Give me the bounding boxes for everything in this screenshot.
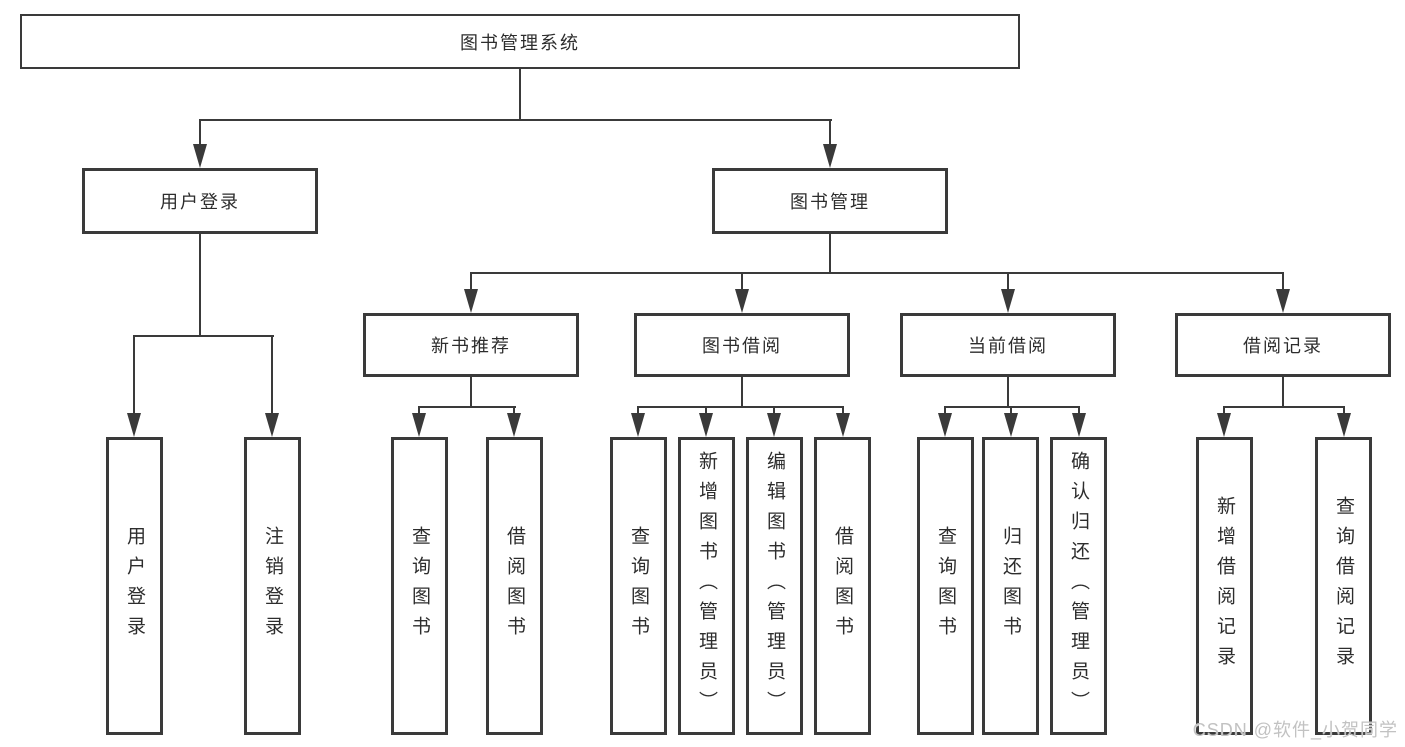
arrowhead-leaf6: [699, 413, 713, 437]
node-user-login: 用户登录: [82, 168, 318, 234]
arrowhead-leaf12: [1217, 413, 1231, 437]
edge-leaf7-shaft: [773, 406, 775, 416]
node-borrow-records-label: 借阅记录: [1243, 336, 1323, 356]
edge-to-new-book-shaft: [470, 272, 472, 292]
edge-leaf8-shaft: [842, 406, 844, 416]
edge-current-borrow-stem: [1007, 375, 1009, 407]
arrowhead-to-leaf-logout: [265, 413, 279, 437]
edge-leaf3-shaft: [418, 406, 420, 416]
arrowhead-leaf9: [938, 413, 952, 437]
node-new-book-recommend-label: 新书推荐: [431, 336, 511, 356]
edge-to-book-borrow-shaft: [741, 272, 743, 292]
watermark-text: CSDN @软件_小贺同学: [1192, 720, 1398, 740]
leaf-add-borrow-record: 新增借阅记录: [1196, 437, 1253, 735]
arrowhead-to-borrow-records: [1276, 289, 1290, 313]
edge-leaf10-shaft: [1010, 406, 1012, 416]
arrowhead-to-current-borrow: [1001, 289, 1015, 313]
edge-to-leaf-logout-shaft: [271, 335, 273, 415]
edge-book-borrow-bar: [637, 406, 844, 408]
edge-new-book-stem: [470, 375, 472, 407]
leaf-query-borrow-record: 查询借阅记录: [1315, 437, 1372, 735]
leaf-query-books-current: 查询图书: [917, 437, 974, 735]
edge-root-stem: [519, 69, 521, 120]
edge-leaf4-shaft: [513, 406, 515, 416]
leaf-borrow-books-recommend: 借阅图书: [486, 437, 543, 735]
arrowhead-leaf5: [631, 413, 645, 437]
leaf-edit-book-admin: 编辑图书（管理员）: [746, 437, 803, 735]
node-book-management-label: 图书管理: [790, 192, 870, 212]
edge-leaf6-shaft: [705, 406, 707, 416]
node-root-label: 图书管理系统: [460, 32, 580, 53]
edge-new-book-bar: [418, 406, 516, 408]
edge-current-borrow-bar: [944, 406, 1080, 408]
leaf-logout: 注销登录: [244, 437, 301, 735]
edge-leaf9-shaft: [944, 406, 946, 416]
edge-to-book-management-shaft: [829, 119, 831, 147]
arrowhead-leaf10: [1004, 413, 1018, 437]
arrowhead-leaf13: [1337, 413, 1351, 437]
node-user-login-label: 用户登录: [160, 192, 240, 212]
edge-to-current-borrow-shaft: [1007, 272, 1009, 292]
leaf-user-login: 用户登录: [106, 437, 163, 735]
arrowhead-to-leaf-user-login: [127, 413, 141, 437]
leaf-query-books-recommend: 查询图书: [391, 437, 448, 735]
edge-leaf13-shaft: [1343, 406, 1345, 416]
edge-to-user-login-shaft: [199, 119, 201, 147]
node-book-management: 图书管理: [712, 168, 948, 234]
edge-leaf5-shaft: [637, 406, 639, 416]
edge-to-borrow-records-shaft: [1282, 272, 1284, 292]
leaf-confirm-return-admin: 确认归还（管理员）: [1050, 437, 1107, 735]
leaf-return-book: 归还图书: [982, 437, 1039, 735]
arrowhead-leaf3: [412, 413, 426, 437]
edge-leaf12-shaft: [1223, 406, 1225, 416]
node-root: 图书管理系统: [20, 14, 1020, 69]
arrowhead-leaf4: [507, 413, 521, 437]
edge-user-login-bar: [133, 335, 274, 337]
edge-leaf11-shaft: [1078, 406, 1080, 416]
arrowhead-to-new-book: [464, 289, 478, 313]
edge-borrow-records-stem: [1282, 375, 1284, 407]
edge-book-management-bar: [470, 272, 1284, 274]
arrowhead-to-book-management: [823, 144, 837, 168]
arrowhead-leaf8: [836, 413, 850, 437]
edge-book-borrow-stem: [741, 375, 743, 407]
node-book-borrow-label: 图书借阅: [702, 336, 782, 356]
edge-borrow-records-bar: [1223, 406, 1345, 408]
arrowhead-to-book-borrow: [735, 289, 749, 313]
edge-root-bar: [199, 119, 832, 121]
leaf-query-books-borrow: 查询图书: [610, 437, 667, 735]
arrowhead-leaf11: [1072, 413, 1086, 437]
node-borrow-records: 借阅记录: [1175, 313, 1391, 377]
node-current-borrow: 当前借阅: [900, 313, 1116, 377]
node-new-book-recommend: 新书推荐: [363, 313, 579, 377]
leaf-add-book-admin: 新增图书（管理员）: [678, 437, 735, 735]
edge-book-management-stem: [829, 234, 831, 273]
edge-user-login-stem: [199, 234, 201, 336]
arrowhead-to-user-login: [193, 144, 207, 168]
edge-to-leaf-user-login-shaft: [133, 335, 135, 415]
leaf-borrow-books-borrow: 借阅图书: [814, 437, 871, 735]
node-book-borrow: 图书借阅: [634, 313, 850, 377]
arrowhead-leaf7: [767, 413, 781, 437]
node-current-borrow-label: 当前借阅: [968, 336, 1048, 356]
